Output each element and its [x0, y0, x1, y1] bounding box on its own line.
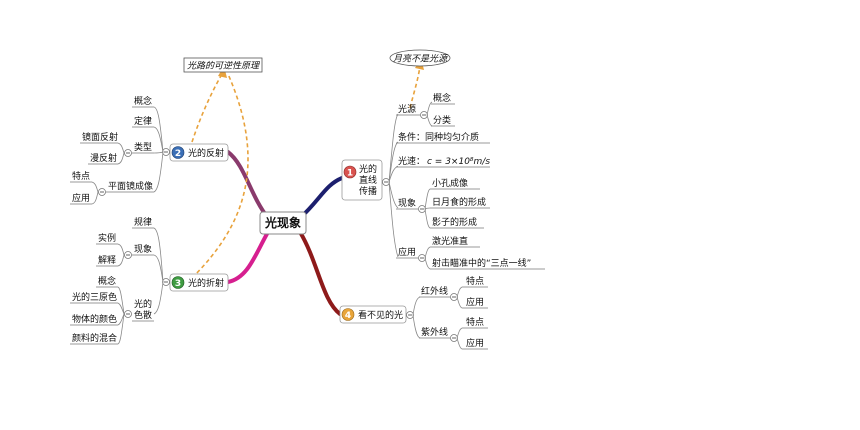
b4-ultraviolet-feature: 特点 [466, 316, 484, 328]
b3-explanation: 解释 [98, 254, 116, 266]
branch-2-title: 光的反射 [188, 147, 224, 159]
b1-lightsource-toggle[interactable] [420, 111, 428, 119]
branch-3-badge [171, 276, 185, 289]
b1-speed-label: 光速： [398, 155, 425, 167]
branch-4-number: 4 [345, 311, 351, 321]
b3-dispersion-label-line-1: 光的 [134, 298, 152, 310]
b4-ultraviolet-toggle[interactable] [450, 334, 458, 342]
branch-1-title-line-1: 光的 [359, 163, 377, 175]
b3-rule: 规律 [134, 216, 152, 228]
b4-infrared-toggle[interactable] [450, 293, 458, 301]
b1-lightsource-classify: 分类 [433, 114, 451, 126]
b1-lightsource-concept: 概念 [433, 92, 451, 104]
branch-2-collapse-toggle[interactable] [162, 148, 170, 156]
b1-phenomena-label: 现象 [398, 197, 416, 209]
b1-pinhole: 小孔成像 [432, 177, 468, 189]
b3-pigment-mixing: 颜料的混合 [72, 332, 117, 344]
b3-object-colors: 物体的颜色 [72, 313, 117, 325]
branch-1-number: 1 [347, 169, 353, 179]
b2-mirror-toggle[interactable] [98, 188, 106, 196]
b1-speed-formula: c = 3×10⁸m/s [427, 157, 490, 167]
b2-mirror-application: 应用 [72, 192, 90, 204]
b1-aiming: 射击瞄准中的“三点一线” [432, 257, 531, 269]
note-reversibility: 光路的可逆性原理 [183, 57, 263, 73]
branch-3-collapse-toggle[interactable] [162, 278, 170, 286]
b3-primary-colors: 光的三原色 [72, 291, 117, 303]
b1-phenomena-toggle[interactable] [418, 205, 426, 213]
branch-3-node[interactable]: 3 光的折射 [169, 273, 229, 292]
b2-mirror-label: 平面镜成像 [108, 180, 153, 192]
branch-1-badge [343, 165, 357, 179]
relation-refraction-to-reversibility [191, 73, 249, 279]
note-moon: 月亮不是光源 [389, 49, 451, 67]
branch-3-title: 光的折射 [188, 277, 224, 289]
branch-1-node[interactable]: 1 光的 直线 传播 [341, 159, 383, 201]
root-node[interactable]: 光现象 [259, 211, 307, 235]
b1-shadow: 影子的形成 [432, 216, 477, 228]
b2-diffuse: 漫反射 [90, 152, 117, 164]
note-moon-text: 月亮不是光源 [393, 54, 449, 65]
branch-4-title: 看不见的光 [358, 309, 403, 321]
branch-2-badge [171, 146, 185, 159]
note-reversibility-text: 光路的可逆性原理 [187, 61, 261, 72]
branch-3-number: 3 [175, 279, 181, 289]
b3-phenomena-label: 现象 [134, 243, 152, 255]
b4-ultraviolet-label: 紫外线 [421, 326, 448, 338]
b1-application-toggle[interactable] [418, 254, 426, 262]
relation-reflection-to-reversibility [191, 73, 223, 143]
branch-1-collapse-toggle[interactable] [382, 178, 390, 186]
branch-4-badge [341, 308, 355, 321]
b3-phenomena-toggle[interactable] [124, 251, 132, 259]
branch-2-number: 2 [175, 149, 181, 159]
branch-4-collapse-toggle[interactable] [406, 311, 414, 319]
b1-eclipse: 日月食的形成 [432, 196, 486, 208]
b2-type-label: 类型 [134, 141, 152, 153]
b2-specular: 镜面反射 [82, 131, 118, 143]
branch-2-curve [226, 150, 270, 220]
branch-4-curve [298, 230, 342, 316]
relation-lightsource-to-moon [409, 65, 421, 109]
branch-4-node[interactable]: 4 看不见的光 [339, 305, 407, 324]
b2-law: 定律 [134, 115, 152, 127]
b2-mirror-feature: 特点 [72, 170, 90, 182]
b3-dispersion-toggle[interactable] [124, 310, 132, 318]
branch-2-node[interactable]: 2 光的反射 [169, 143, 229, 162]
b1-laser: 激光准直 [432, 235, 468, 247]
b3-dispersion-label-line-2: 色散 [134, 309, 152, 321]
b4-infrared-application: 应用 [466, 296, 484, 308]
root-title: 光现象 [264, 215, 301, 230]
branch-1-title-line-2: 直线 [359, 174, 377, 186]
b4-ultraviolet-application: 应用 [466, 337, 484, 349]
b1-lightsource-label: 光源 [398, 103, 416, 115]
b3-dispersion-concept: 概念 [98, 275, 116, 287]
b2-concept: 概念 [134, 95, 152, 107]
branch-3-curve [226, 230, 270, 284]
b2-type-toggle[interactable] [124, 149, 132, 157]
b1-condition: 条件：同种均匀介质 [398, 131, 479, 143]
branch-1-curve [298, 176, 344, 220]
b4-infrared-label: 红外线 [421, 285, 448, 297]
b1-application-label: 应用 [398, 246, 416, 258]
b4-infrared-feature: 特点 [466, 275, 484, 287]
b3-example: 实例 [98, 232, 116, 244]
branch-1-title-line-3: 传播 [359, 185, 377, 197]
